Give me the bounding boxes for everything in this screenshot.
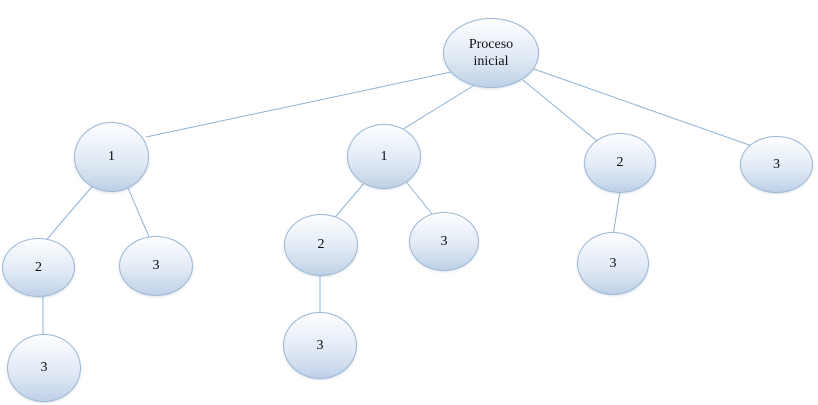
node-label-l1-a: 1	[108, 149, 115, 165]
node-label-l2-b1: 2	[317, 237, 325, 253]
edge-root-to-l1-d	[533, 68, 753, 147]
node-label-l1-c: 2	[616, 155, 624, 171]
node-label-l1-b: 1	[380, 148, 388, 164]
edge-l1-b-to-l2-b2	[403, 178, 437, 220]
edge-l1-a-to-l2-a1	[41, 182, 96, 246]
node-label-l2-a2: 3	[152, 258, 160, 274]
node-label-l2-b2: 3	[440, 233, 448, 249]
node-l1-c[interactable]: 2	[584, 133, 656, 193]
node-l2-a1[interactable]: 2	[2, 238, 75, 297]
edge-l1-a-to-l2-a2	[125, 182, 153, 245]
node-root[interactable]: Proceso inicial	[443, 18, 539, 88]
node-l1-a[interactable]: 1	[74, 122, 149, 192]
node-label-l2-c1: 3	[609, 255, 617, 271]
node-label-l3-a1: 3	[40, 360, 48, 376]
node-label-l2-a1: 2	[35, 259, 42, 275]
node-l2-a2[interactable]: 3	[119, 236, 193, 296]
edge-root-to-l1-b	[399, 85, 474, 132]
edge-root-to-l1-a	[145, 71, 452, 138]
node-l2-b1[interactable]: 2	[284, 214, 358, 276]
edge-l1-c-to-l2-c1	[612, 190, 621, 237]
node-l3-b1[interactable]: 3	[283, 312, 357, 379]
node-l1-b[interactable]: 1	[347, 124, 421, 189]
edge-root-to-l1-c	[522, 79, 598, 142]
node-l1-d[interactable]: 3	[740, 136, 813, 193]
node-l2-c1[interactable]: 3	[577, 232, 649, 295]
node-label-l1-d: 3	[773, 156, 780, 172]
node-label-root: Proceso inicial	[468, 36, 514, 70]
node-l2-b2[interactable]: 3	[409, 212, 479, 271]
edge-l1-b-to-l2-b1	[330, 180, 367, 223]
node-l3-a1[interactable]: 3	[7, 334, 81, 402]
node-label-l3-b1: 3	[316, 337, 324, 353]
